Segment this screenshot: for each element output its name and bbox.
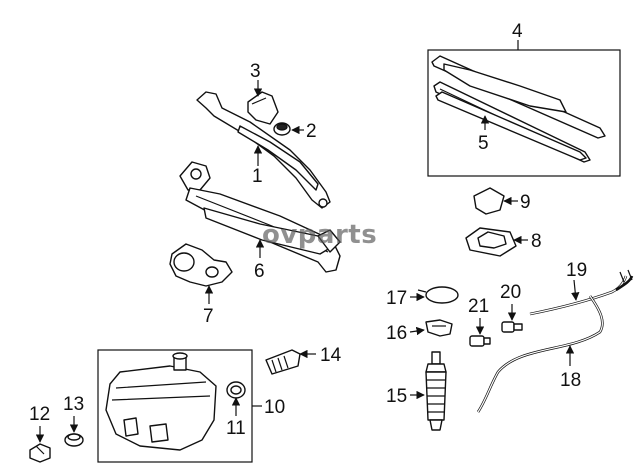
wiper-arm <box>196 91 331 209</box>
washer-pump <box>425 351 447 431</box>
check-valve <box>469 335 491 347</box>
watermark: ovparts <box>262 220 377 250</box>
callout-20: 20 <box>500 282 521 303</box>
callout-labels: 1 2 3 4 5 6 7 8 9 10 11 12 13 14 15 16 1… <box>29 21 587 439</box>
washer-reservoir <box>105 352 217 451</box>
level-sensor <box>29 443 51 463</box>
reservoir-group <box>97 349 262 463</box>
callout-6: 6 <box>254 261 265 282</box>
callout-7: 7 <box>203 306 214 327</box>
hose-connector <box>501 321 523 333</box>
callout-5: 5 <box>478 133 489 154</box>
wiper-linkage <box>179 161 341 273</box>
callout-13: 13 <box>63 394 84 415</box>
callout-14: 14 <box>320 345 342 366</box>
washer-hoses <box>476 269 634 413</box>
wiper-motor <box>169 243 233 287</box>
callout-17: 17 <box>386 288 407 309</box>
callout-11: 11 <box>226 418 246 439</box>
callout-2: 2 <box>306 121 317 142</box>
hose-clip <box>425 319 453 337</box>
callout-16: 16 <box>386 323 407 344</box>
wiper-blade-inset-box <box>427 49 621 177</box>
callout-3: 3 <box>250 61 261 82</box>
callout-12: 12 <box>29 404 50 425</box>
reservoir-cap <box>226 381 246 399</box>
leader-19 <box>571 279 580 301</box>
wiper-blade-group <box>427 40 621 177</box>
washer-grommet <box>465 227 517 257</box>
callout-21: 21 <box>468 296 489 317</box>
callout-19: 19 <box>566 260 587 281</box>
callout-8: 8 <box>531 231 542 252</box>
callout-1: 1 <box>252 166 263 187</box>
arm-nut <box>273 122 291 136</box>
callout-15: 15 <box>386 386 407 407</box>
nozzle-cap <box>417 286 459 304</box>
sensor-grommet <box>64 433 84 447</box>
wiper-blade-rubber <box>435 91 587 161</box>
callout-10: 10 <box>264 397 285 418</box>
washer-motor <box>265 349 301 375</box>
callout-18: 18 <box>560 370 581 391</box>
callout-4: 4 <box>512 21 523 42</box>
leader-16 <box>409 326 425 336</box>
washer-cover <box>473 187 505 215</box>
callout-9: 9 <box>520 192 531 213</box>
arm-cap <box>247 91 279 125</box>
